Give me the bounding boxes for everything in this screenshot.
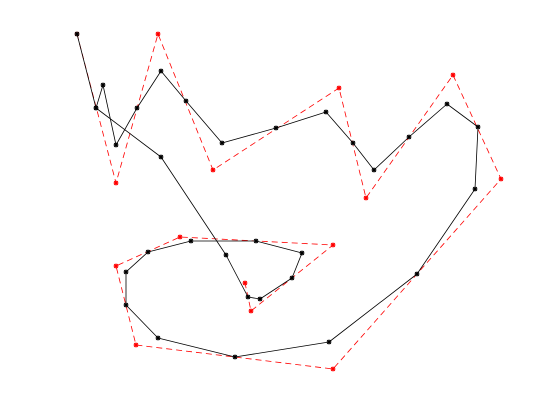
curve-point-marker: [219, 140, 225, 146]
control-point-marker: [210, 167, 216, 173]
control-point-marker: [133, 342, 139, 348]
curve-point-marker: [253, 238, 259, 244]
curve-point-marker: [134, 105, 140, 111]
curve-point-marker: [444, 101, 450, 107]
curve-line: [76, 33, 479, 358]
curve-point-marker: [371, 167, 377, 173]
control-polygon-group: [74, 31, 504, 372]
curve-point-marker: [145, 249, 151, 255]
curve-point-marker: [245, 294, 251, 300]
control-point-marker: [177, 234, 183, 240]
control-point-marker: [113, 263, 119, 269]
curve-point-marker: [257, 296, 263, 302]
curve-point-marker: [323, 109, 329, 115]
curve-point-marker: [158, 68, 164, 74]
curve-point-marker: [188, 238, 194, 244]
curve-point-marker: [155, 335, 161, 341]
control-point-marker: [336, 85, 342, 91]
curve-point-marker: [183, 98, 189, 104]
curve-group: [74, 31, 481, 360]
curve-point-marker: [100, 82, 106, 88]
curve-point-marker: [158, 154, 164, 160]
curve-point-marker: [93, 105, 99, 111]
control-point-marker: [155, 31, 161, 37]
control-point-marker: [363, 195, 369, 201]
control-point-marker: [498, 176, 504, 182]
curve-point-marker: [273, 125, 279, 131]
curve-point-marker: [232, 354, 238, 360]
control-point-marker: [450, 72, 456, 78]
curve-point-marker: [113, 142, 119, 148]
control-point-marker: [113, 180, 119, 186]
curve-point-marker: [406, 134, 412, 140]
curve-point-marker: [289, 275, 295, 281]
control-point-marker: [330, 242, 336, 248]
curve-point-marker: [299, 250, 305, 256]
curve-point-marker: [123, 269, 129, 275]
curve-point-marker: [472, 186, 478, 192]
control-point-marker: [248, 308, 254, 314]
curve-point-marker: [123, 302, 129, 308]
curve-point-marker: [350, 140, 356, 146]
control-point-marker: [242, 280, 248, 286]
curve-point-marker: [475, 124, 481, 130]
curve-point-marker: [223, 252, 229, 258]
curve-point-marker: [414, 271, 420, 277]
control-point-marker: [330, 366, 336, 372]
curve-point-marker: [74, 31, 80, 37]
curve-point-marker: [326, 339, 332, 345]
